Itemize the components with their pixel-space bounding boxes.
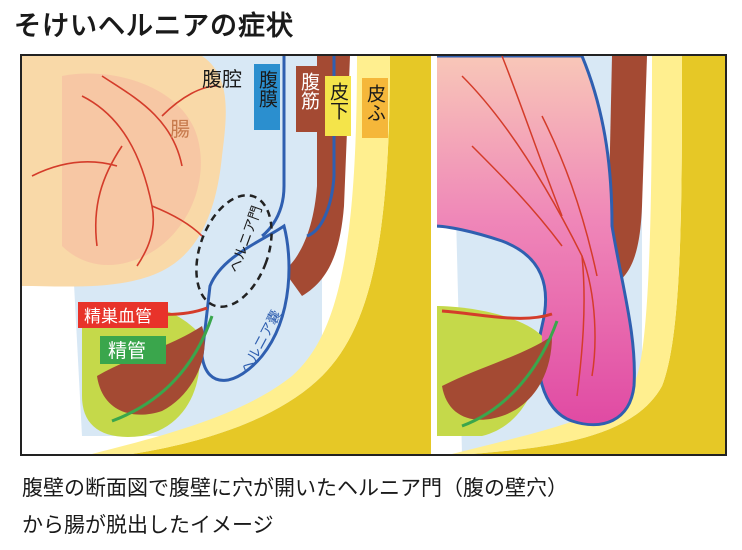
right-muscle [607, 56, 647, 286]
right-vas-deferens [461, 320, 559, 428]
peritoneum-label-box [254, 64, 280, 130]
subcutis-label-box [325, 76, 351, 136]
right-subcutis [452, 56, 682, 454]
vas-deferens-line [111, 315, 214, 423]
right-cord-tissue [442, 336, 552, 420]
hernia-gate-outline [195, 194, 273, 308]
label-intestine: 腸 [170, 117, 190, 141]
hernia-diagram: 腸 腹腔 腹膜 腹筋 皮下 皮ふ ヘルニア門 ヘルニア嚢 精巣血管 精管 [22, 56, 725, 454]
label-abdominal-muscle: 腹筋 [298, 72, 320, 110]
label-skin: 皮ふ [364, 84, 386, 122]
label-subcutis: 皮下 [327, 82, 349, 120]
intestine-vessels [31, 75, 218, 267]
label-vas-deferens: 精管 [108, 340, 146, 362]
peritoneum-line [261, 56, 336, 238]
page-title: そけいヘルニアの症状 [14, 11, 294, 42]
right-intestine-vessels [461, 56, 598, 397]
label-peritoneum: 腹膜 [256, 70, 278, 108]
subcutis-layer [92, 56, 390, 454]
spermatic-cord-tissue [97, 326, 205, 415]
caption-line-2: から腸が脱出したイメージ [22, 513, 274, 537]
muscle-label-box [296, 66, 322, 132]
skin-layer [132, 56, 434, 454]
vas-deferens-label-box [100, 336, 166, 364]
skin-label-box [362, 78, 388, 138]
diagram-frame: 腸 腹腔 腹膜 腹筋 皮下 皮ふ ヘルニア門 ヘルニア嚢 精巣血管 精管 [20, 54, 727, 456]
right-spermatic-vessel [441, 309, 553, 320]
spermatic-vessels-label-box [78, 302, 168, 328]
herniated-intestine [434, 56, 636, 427]
caption-line-1: 腹壁の断面図で腹壁に穴が開いたヘルニア門（腹の壁穴） [22, 476, 568, 500]
label-abdominal-cavity: 腹腔 [202, 67, 242, 91]
right-skin [472, 56, 725, 454]
caption: 腹壁の断面図で腹壁に穴が開いたヘルニア門（腹の壁穴） から腸が脱出したイメージ [22, 470, 727, 544]
hernia-sac [200, 223, 291, 382]
right-panel [434, 56, 725, 454]
label-spermatic-vessels: 精巣血管 [84, 307, 152, 327]
